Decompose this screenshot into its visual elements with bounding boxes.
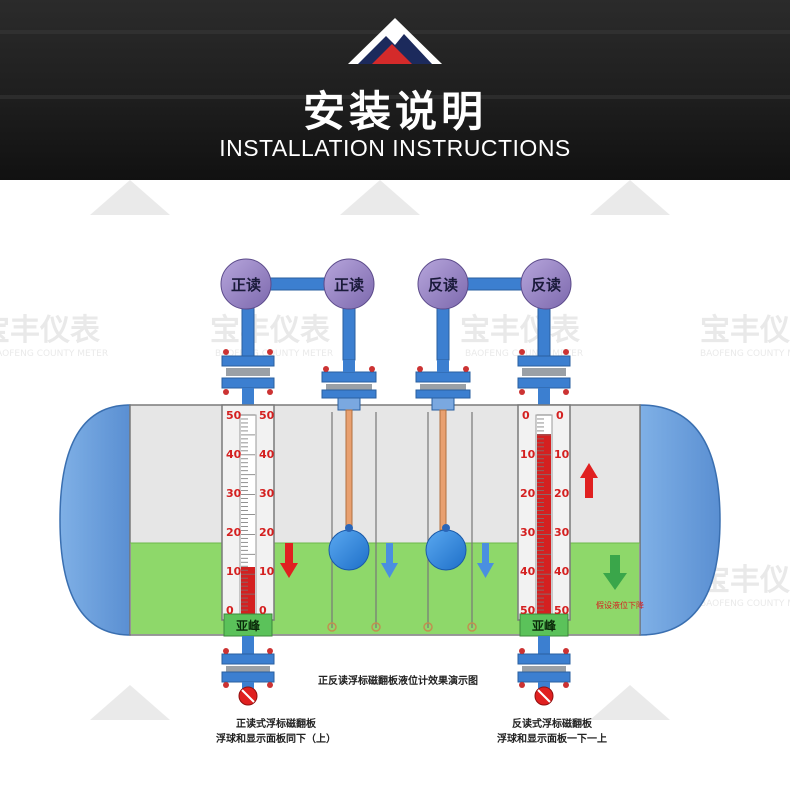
floats	[328, 409, 467, 571]
arrow-down-red-icon	[280, 543, 298, 578]
svg-text:0: 0	[226, 604, 234, 617]
display-panel-reverse: 亚峰	[517, 404, 571, 637]
flange-right-top	[517, 349, 571, 406]
watermark-text: 宝丰仪表	[210, 313, 330, 348]
svg-text:0: 0	[522, 409, 530, 422]
svg-text:0: 0	[259, 604, 267, 617]
svg-text:40: 40	[520, 565, 536, 578]
flange-float-reverse	[415, 360, 471, 411]
svg-text:0: 0	[556, 409, 564, 422]
arrow-up-red-icon	[580, 463, 598, 498]
watermark-text: 宝丰仪表	[0, 313, 100, 348]
right-note-line1: 反读式浮标磁翻板	[512, 717, 593, 730]
flange-left-bottom	[221, 636, 275, 706]
arrow-down-green-icon	[603, 555, 627, 590]
level-gauge-diagram: 宝丰仪表 宝丰仪表 宝丰仪表 宝丰仪表 宝丰仪表 宝丰仪表 宝丰仪表 BAOFE…	[0, 180, 790, 745]
svg-text:正读: 正读	[231, 276, 261, 294]
svg-text:30: 30	[226, 487, 242, 500]
svg-text:20: 20	[520, 487, 536, 500]
watermark-logo-icon	[90, 685, 170, 720]
svg-text:40: 40	[554, 565, 570, 578]
brand-label: 亚峰	[532, 618, 557, 633]
watermark-text: 宝丰仪表	[700, 313, 790, 348]
tube-ends	[327, 622, 477, 632]
svg-text:20: 20	[226, 526, 242, 539]
left-note-line1: 正读式浮标磁翻板	[236, 717, 317, 730]
flange-right-bottom	[517, 636, 571, 706]
scale-reverse-left: 0 10 20 30 40 50	[520, 409, 536, 617]
watermark-text: BAOFENG COUNTY METER	[700, 349, 790, 359]
flanges	[221, 349, 571, 411]
mountain-logo-icon	[348, 18, 442, 64]
page-title: 安装说明	[302, 87, 487, 136]
svg-text:10: 10	[259, 565, 275, 578]
svg-text:30: 30	[259, 487, 275, 500]
svg-text:30: 30	[520, 526, 536, 539]
right-note-line2: 浮球和显示面板一下一上	[497, 732, 607, 745]
svg-text:40: 40	[226, 448, 242, 461]
left-note-line2: 浮球和显示面板同下（上）	[216, 732, 336, 745]
watermark-logo-icon	[590, 685, 670, 720]
background-texture	[0, 95, 790, 99]
svg-text:50: 50	[226, 409, 242, 422]
svg-text:10: 10	[520, 448, 536, 461]
float-ball-reverse	[425, 529, 467, 571]
svg-text:50: 50	[520, 604, 536, 617]
flange-left-top	[221, 349, 275, 406]
header-banner: 安装说明 INSTALLATION INSTRUCTIONS	[0, 0, 790, 180]
svg-text:反读: 反读	[428, 276, 458, 294]
scale-reverse-right: 0 10 20 30 40 50	[554, 409, 570, 617]
watermark-logo-icon	[90, 180, 170, 215]
watermark-text: BAOFENG COUNTY METER	[0, 349, 108, 359]
arrow-down-blue-icon	[381, 543, 398, 578]
svg-text:反读: 反读	[531, 276, 561, 294]
guide-tubes	[331, 412, 473, 628]
knob-reverse-2: 反读	[520, 258, 572, 310]
watermark-logo-icon	[590, 180, 670, 215]
bottom-flanges	[221, 636, 571, 706]
flange-float-forward	[321, 360, 377, 411]
watermark-text: BAOFENG COUNTY METER	[215, 349, 333, 359]
arrow-down-blue-icon	[477, 543, 494, 578]
page-subtitle: INSTALLATION INSTRUCTIONS	[219, 135, 571, 161]
svg-text:30: 30	[554, 526, 570, 539]
display-panel-forward: 亚峰	[221, 404, 275, 637]
svg-text:20: 20	[259, 526, 275, 539]
diagram-caption: 正反读浮标磁翻板液位计效果演示图	[318, 674, 478, 687]
scale-forward-left: 50 40 30 20 10 0	[226, 409, 242, 617]
knob-reverse-1: 反读	[417, 258, 469, 310]
svg-text:40: 40	[259, 448, 275, 461]
arrows: 假设液位下降	[280, 463, 644, 610]
svg-text:10: 10	[226, 565, 242, 578]
svg-text:正读: 正读	[334, 276, 364, 294]
watermark-logo-icon	[340, 180, 420, 215]
scale-forward-right: 50 40 30 20 10 0	[259, 409, 275, 617]
watermark-text: 宝丰仪表	[460, 313, 580, 348]
watermark-text: BAOFENG COUNTY METER	[700, 599, 790, 609]
readout-knobs: 正读 正读 反读 反读	[220, 258, 572, 310]
level-note: 假设液位下降	[596, 600, 644, 610]
brand-label: 亚峰	[236, 618, 261, 633]
svg-text:50: 50	[259, 409, 275, 422]
svg-text:50: 50	[554, 604, 570, 617]
svg-text:10: 10	[554, 448, 570, 461]
float-ball-forward	[328, 529, 370, 571]
knob-forward-1: 正读	[220, 258, 272, 310]
knob-forward-2: 正读	[323, 258, 375, 310]
svg-text:20: 20	[554, 487, 570, 500]
